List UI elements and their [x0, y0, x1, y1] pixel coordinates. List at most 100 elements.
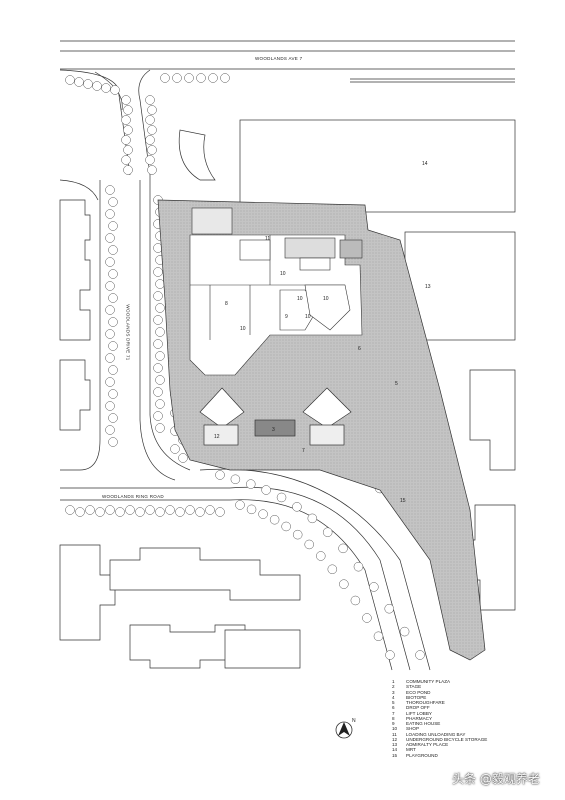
tree: [153, 387, 163, 397]
tree: [145, 505, 155, 515]
label-10d: 10: [323, 296, 329, 302]
tree: [108, 245, 118, 255]
pavilions: [199, 387, 352, 446]
tree: [155, 279, 165, 289]
tree: [105, 377, 115, 387]
label-3: 3: [272, 427, 275, 433]
tree: [105, 353, 115, 363]
label-8: 8: [225, 301, 228, 307]
tree: [105, 257, 115, 267]
tree: [108, 389, 118, 399]
tree: [121, 135, 131, 145]
tree: [195, 507, 205, 517]
label-10b: 10: [240, 326, 246, 332]
tree: [384, 603, 394, 614]
tree: [115, 507, 125, 517]
tree: [121, 95, 131, 105]
tree: [147, 145, 157, 155]
tree: [307, 513, 318, 524]
tree: [105, 305, 115, 315]
watermark: 头条 @毅观养老: [452, 772, 540, 786]
label-11: 11: [265, 236, 270, 242]
tree: [185, 505, 195, 515]
tree: [292, 529, 303, 540]
tree: [145, 155, 155, 165]
tree: [105, 281, 115, 291]
tree: [220, 73, 230, 83]
tree: [269, 514, 280, 525]
tree: [338, 543, 348, 554]
tree: [153, 339, 163, 349]
tree: [155, 399, 165, 409]
tree: [145, 95, 155, 105]
tree: [123, 125, 133, 135]
tree: [160, 73, 170, 83]
tree: [170, 444, 180, 454]
tree: [105, 329, 115, 339]
tree: [155, 507, 165, 517]
tree: [196, 73, 206, 83]
tree: [85, 505, 95, 515]
tree: [155, 303, 165, 313]
tree: [145, 135, 155, 145]
bottom-buildings: [109, 547, 301, 669]
woodlands-drive-71-road: [59, 175, 191, 481]
tree: [175, 507, 185, 517]
mrt-building: [239, 119, 516, 213]
tree: [65, 75, 75, 85]
tree: [95, 507, 105, 517]
tree: [316, 551, 326, 561]
stage: [254, 419, 296, 437]
tree: [121, 115, 131, 125]
tree: [415, 650, 425, 660]
tree: [304, 539, 314, 550]
tree: [165, 505, 175, 515]
tree: [155, 327, 165, 337]
tree: [246, 504, 257, 515]
tree: [276, 492, 287, 503]
tree: [208, 73, 218, 83]
tree: [108, 293, 118, 303]
label-13: 13: [425, 284, 431, 290]
tree: [322, 527, 333, 537]
label-6: 6: [358, 346, 361, 352]
tree: [92, 81, 102, 91]
tree: [108, 437, 118, 447]
tree: [362, 613, 372, 623]
tree: [105, 209, 115, 219]
tree: [353, 561, 364, 572]
tree: [108, 413, 118, 423]
tree: [155, 375, 165, 385]
tree: [292, 502, 302, 512]
tree: [108, 221, 118, 231]
tree: [123, 105, 133, 115]
tree: [153, 363, 163, 373]
road-label-drive71: WOODLANDS DRIVE 71: [125, 304, 131, 361]
tree: [105, 233, 115, 243]
tree: [65, 505, 75, 515]
label-14: 14: [422, 161, 428, 167]
tree: [155, 351, 165, 361]
tree: [105, 401, 115, 411]
tree: [235, 500, 245, 510]
tree: [105, 425, 115, 435]
tree: [101, 83, 111, 93]
tree: [125, 505, 135, 515]
tree: [215, 507, 225, 517]
tree: [108, 365, 118, 375]
tree: [155, 423, 165, 433]
tree: [205, 505, 215, 515]
admiralty-place-building: [404, 231, 516, 341]
tree: [147, 105, 157, 115]
